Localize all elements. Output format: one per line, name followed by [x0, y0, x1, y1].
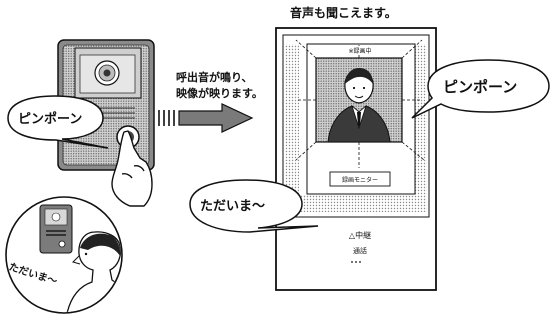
- tadaima-bubble-text: ただいま〜: [200, 199, 266, 214]
- screen-bubble: [411, 59, 550, 119]
- screen-bubble-text: ピンポーン: [443, 78, 518, 96]
- arrow-caption-line2: 映像が映ります。: [176, 87, 263, 100]
- door-bubble: [7, 95, 109, 149]
- home-relay-label[interactable]: △中継: [348, 231, 372, 240]
- monitor-button[interactable]: 録画モニター: [341, 177, 378, 184]
- flow-arrow: [158, 103, 254, 133]
- pressing-hand: [111, 130, 153, 207]
- arrow-caption-line1: 呼出音が鳴り、: [176, 71, 253, 84]
- door-bubble-text: ピンポーン: [18, 112, 83, 127]
- indoor-monitor: [275, 27, 437, 291]
- inset-scene: [5, 196, 123, 314]
- answer-button[interactable]: 通話: [353, 247, 367, 255]
- sound-caption: 音声も聞こえます。: [290, 6, 397, 20]
- tadaima-bubble-shape: [189, 179, 319, 233]
- recording-label: ※録画中: [348, 48, 372, 55]
